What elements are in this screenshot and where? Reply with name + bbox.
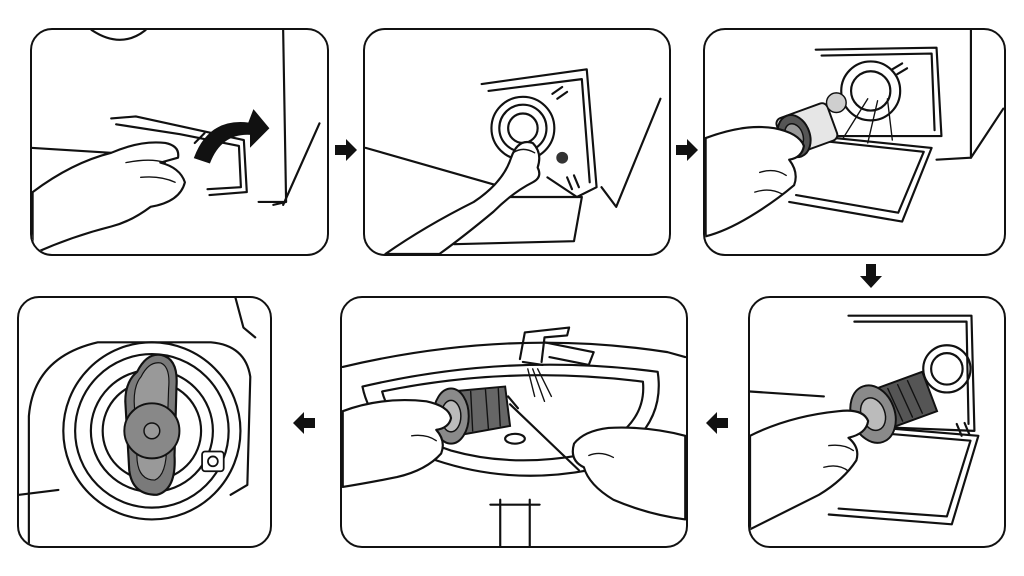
left-arrow-icon bbox=[704, 410, 730, 436]
tap-faucet bbox=[518, 326, 595, 367]
filter-knob bbox=[123, 353, 181, 496]
service-cover-flap bbox=[110, 115, 248, 197]
step-2-illustration bbox=[365, 68, 662, 254]
hand-icon bbox=[342, 399, 453, 489]
right-arrow-icon bbox=[674, 137, 700, 163]
step-3-pull-filter-panel bbox=[703, 28, 1006, 256]
step-6-illustration bbox=[19, 298, 257, 546]
step-4-illustration bbox=[750, 314, 980, 531]
service-cover-flap bbox=[453, 195, 583, 246]
curved-arrow-icon bbox=[193, 109, 270, 164]
service-cover-flap bbox=[827, 424, 980, 526]
step-3-illustration bbox=[705, 30, 1004, 238]
step-5-clean-filter-panel bbox=[340, 296, 688, 548]
machine-door-edge bbox=[90, 30, 147, 41]
drain-filter bbox=[849, 370, 939, 444]
hand-icon bbox=[705, 125, 805, 238]
step-2-turn-cap-panel bbox=[363, 28, 671, 256]
filter-housing bbox=[847, 314, 976, 432]
right-arrow-icon bbox=[333, 137, 359, 163]
hand-icon bbox=[384, 140, 541, 254]
left-arrow-icon bbox=[291, 410, 317, 436]
step-1-open-cover-panel bbox=[30, 28, 329, 256]
hand-icon bbox=[750, 409, 870, 531]
service-cover-flap bbox=[788, 135, 933, 223]
hand-icon bbox=[571, 426, 686, 521]
step-4-filter-removed-panel bbox=[748, 296, 1006, 548]
step-5-illustration bbox=[342, 326, 686, 546]
down-arrow-icon bbox=[858, 262, 884, 290]
step-6-reinsert-filter-panel bbox=[17, 296, 272, 548]
filter-housing bbox=[814, 46, 943, 138]
screw-icon bbox=[201, 450, 225, 473]
cleaning-brush bbox=[507, 395, 581, 472]
hand-icon bbox=[32, 141, 186, 254]
step-1-illustration bbox=[32, 30, 321, 254]
